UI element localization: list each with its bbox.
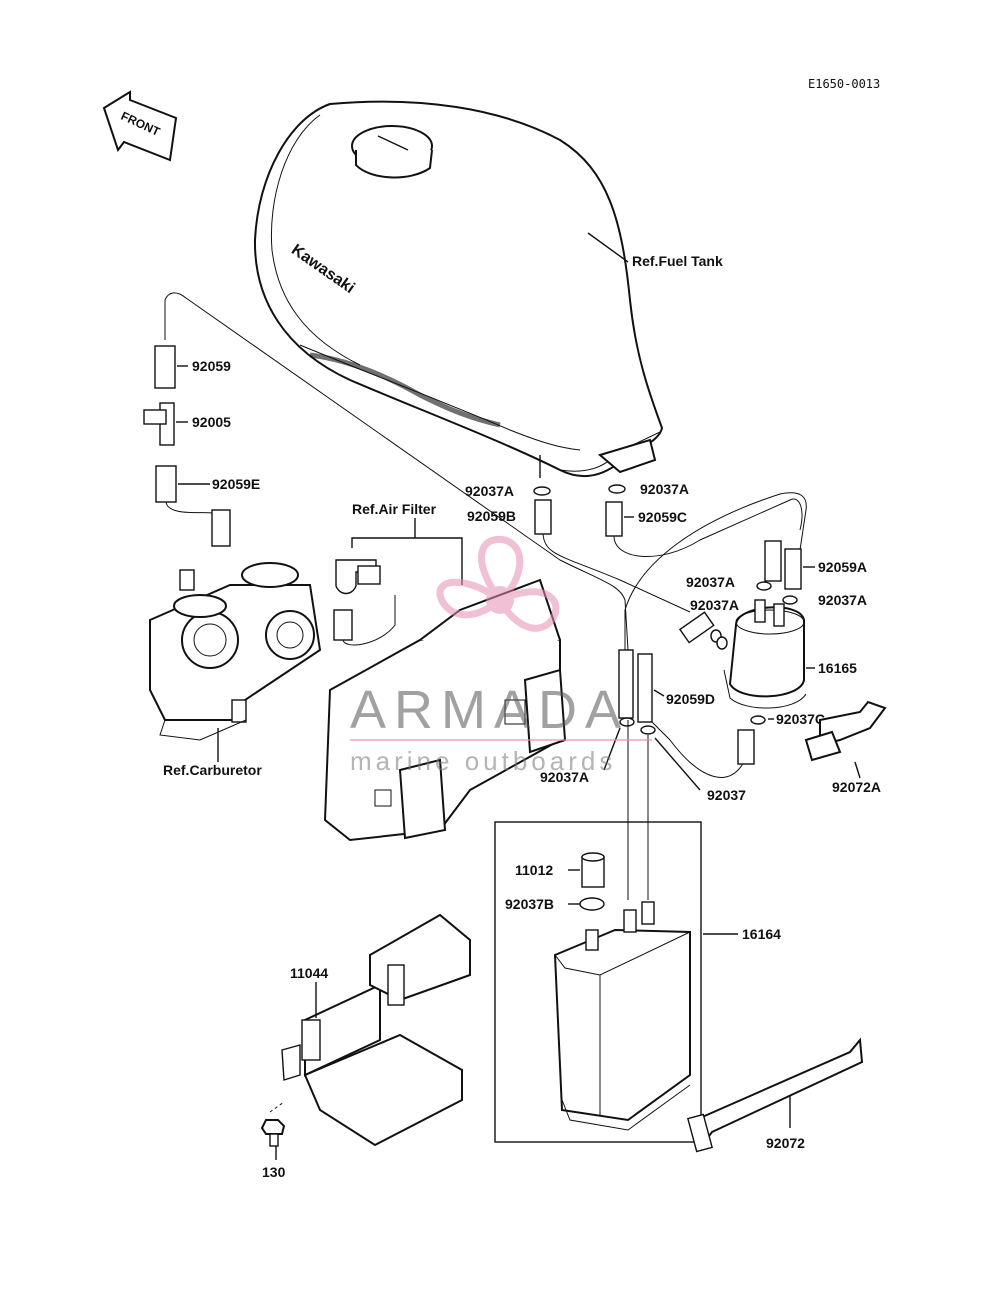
- label-16165: 16165: [818, 660, 857, 676]
- hose-92059D-2: [637, 653, 653, 723]
- watermark-brand: ARMADA: [350, 680, 629, 740]
- clip-92037A-6: [619, 717, 635, 727]
- diagram-code: E1650-0013: [808, 77, 880, 91]
- hose-92059B: [534, 499, 552, 535]
- clip-92037: [640, 725, 656, 735]
- front-arrow: FRONT: [102, 90, 178, 162]
- fitting-92005: [143, 402, 175, 446]
- clip-92037C: [750, 715, 766, 725]
- label-92037B: 92037B: [505, 896, 554, 912]
- hose-92059A-1: [764, 540, 782, 582]
- label-92037A-2: 92037A: [640, 481, 689, 497]
- label-92059C: 92059C: [638, 509, 687, 525]
- label-92072A: 92072A: [832, 779, 881, 795]
- label-92037: 92037: [707, 787, 746, 803]
- label-ref-air-filter: Ref.Air Filter: [352, 501, 437, 517]
- hose-92059E: [155, 465, 177, 503]
- fuel-tank: Kawasaki: [253, 100, 664, 478]
- label-92037C: 92037C: [776, 711, 825, 727]
- canister-16164: [553, 901, 691, 1131]
- label-92037A-4: 92037A: [818, 592, 867, 608]
- propeller-logo-icon: [436, 535, 560, 632]
- clip-92037A-1: [533, 486, 551, 496]
- air-filter-elbow: [333, 559, 396, 646]
- label-92059E: 92059E: [212, 476, 260, 492]
- label-92059: 92059: [192, 358, 231, 374]
- cap-11012: [581, 852, 605, 888]
- label-92059A: 92059A: [818, 559, 867, 575]
- strap-92072A: [804, 700, 887, 762]
- strap-92072: [687, 1037, 864, 1153]
- label-92037A-1: 92037A: [465, 483, 514, 499]
- label-92005: 92005: [192, 414, 231, 430]
- label-130: 130: [262, 1164, 286, 1180]
- label-92037A-6: 92037A: [540, 769, 589, 785]
- bolt-130: [260, 1101, 286, 1147]
- hose-92059A-2: [784, 548, 802, 590]
- label-16164: 16164: [742, 926, 781, 942]
- hose-92059: [154, 345, 176, 389]
- label-11044: 11044: [290, 965, 328, 981]
- watermark-tagline: marine outboards: [350, 746, 616, 776]
- clip-92037A-2: [608, 484, 626, 494]
- vent-hose-line: [164, 292, 629, 651]
- label-92037A-3: 92037A: [686, 574, 735, 590]
- clip-92037B: [579, 897, 605, 911]
- label-11012: 11012: [515, 862, 553, 878]
- valve-16165: [723, 599, 807, 709]
- label-92072: 92072: [766, 1135, 805, 1151]
- hose-92059C: [605, 501, 623, 537]
- carburetor: [149, 562, 322, 741]
- canister-group-frame: [494, 821, 702, 1143]
- label-92037A-5: 92037A: [690, 597, 739, 613]
- watermark: ARMADA marine outboards: [350, 535, 652, 776]
- label-ref-fuel-tank: Ref.Fuel Tank: [632, 253, 723, 269]
- label-92059B: 92059B: [467, 508, 516, 524]
- label-92059D: 92059D: [666, 691, 715, 707]
- label-ref-carburetor: Ref.Carburetor: [163, 762, 262, 778]
- bracket-11044: [281, 913, 471, 1147]
